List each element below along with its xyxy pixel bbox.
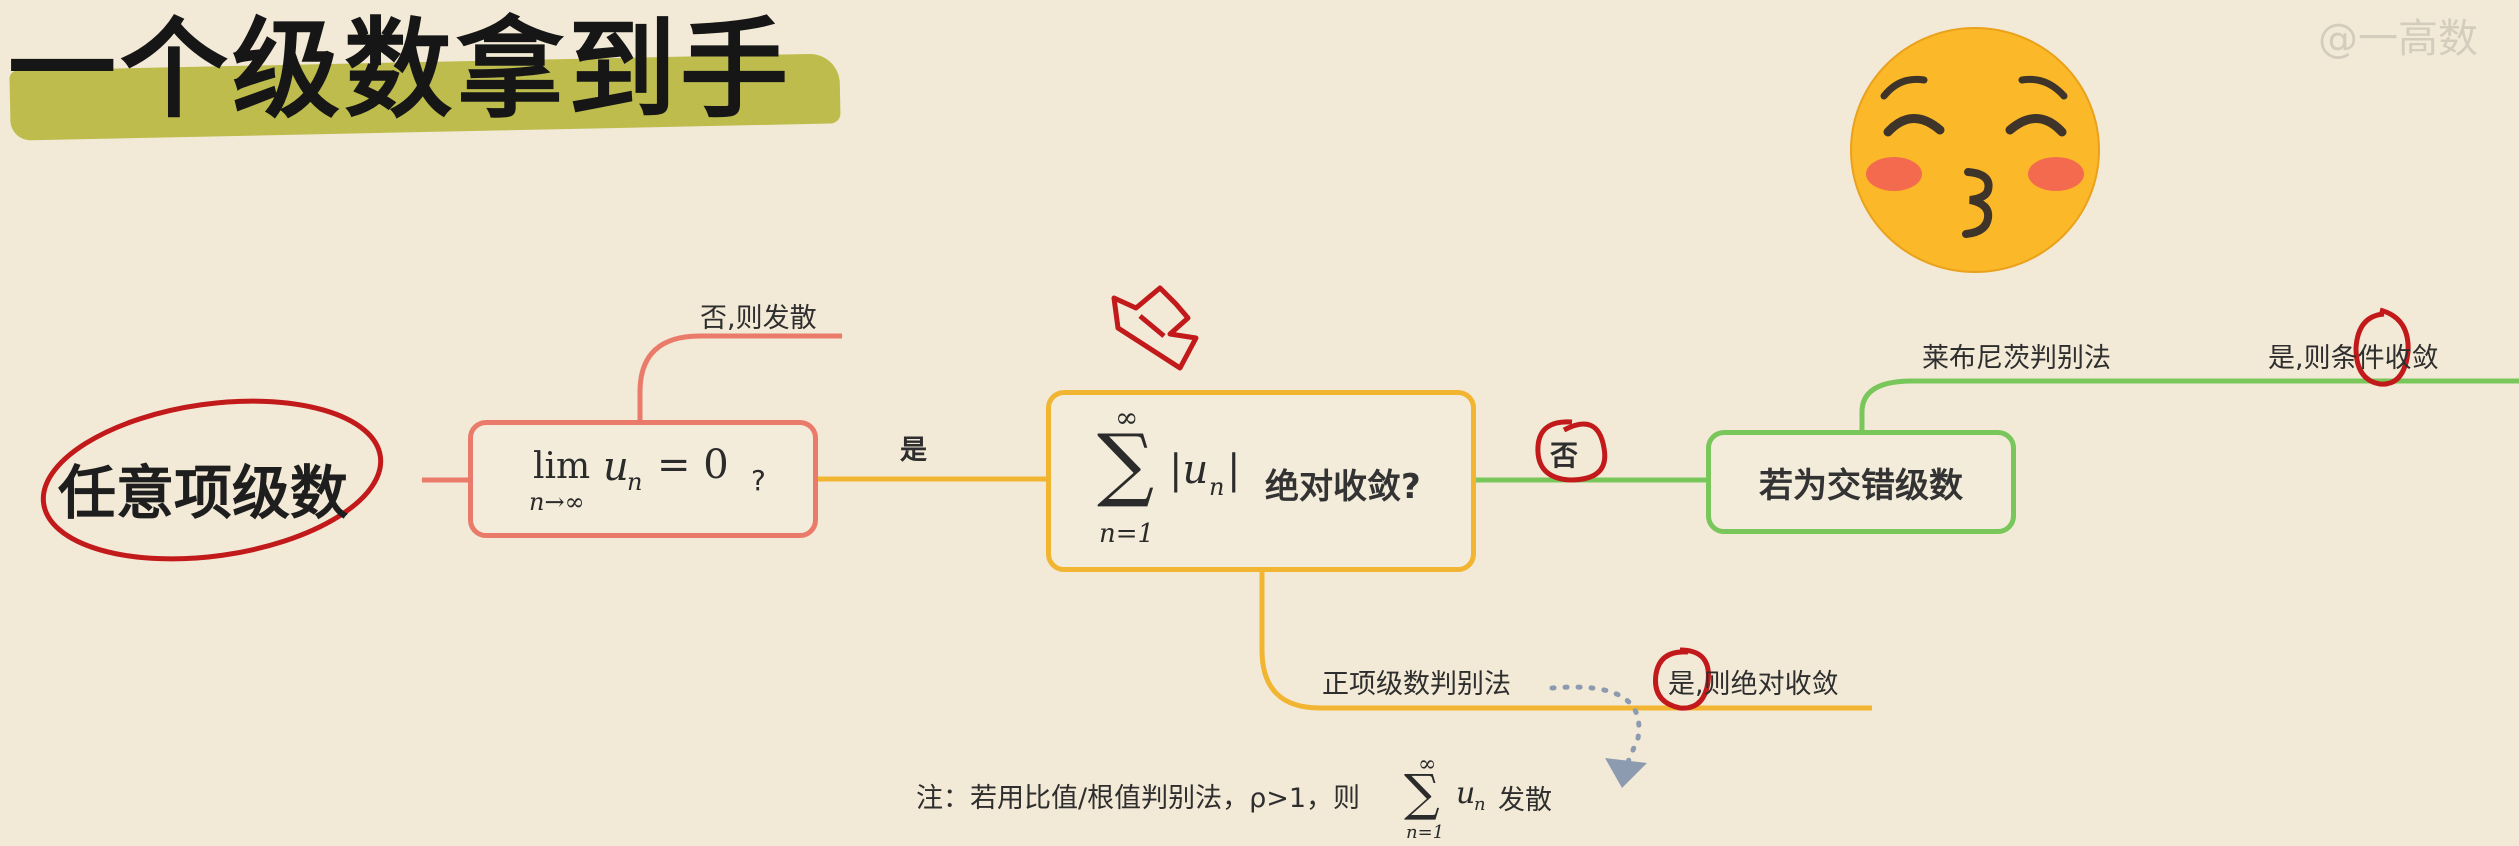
footnote-term-subscript: n	[1474, 794, 1486, 815]
edge-abs-to-positive-test	[1259, 572, 1872, 711]
footnote-formula: ∞ ∑ n=1 u n 发散	[1396, 752, 1566, 844]
label-absolute: 是,则绝对收敛	[1668, 669, 1839, 700]
annotation-circle-yes-abs	[1653, 647, 1711, 711]
label-leibniz: 莱布尼茨判别法	[1922, 343, 2111, 374]
annotation-circle-yes-cond	[2353, 307, 2411, 387]
abs-term-subscript: n	[1209, 473, 1225, 501]
page-title: 一个级数拿到手	[8, 8, 793, 133]
watermark: @一高数	[2318, 16, 2478, 62]
footnote-term: u	[1456, 776, 1476, 811]
abs-term: |u	[1169, 447, 1209, 493]
label-positive-test: 正项级数判别法	[1322, 669, 1511, 700]
annotation-circle-start	[40, 398, 384, 562]
abs-sum-upper: ∞	[1115, 401, 1139, 434]
label-divergent: 否,则发散	[700, 303, 817, 334]
limit-term: u	[603, 444, 629, 490]
annotation-circle-no	[1535, 419, 1608, 483]
abs-text: 绝对收敛?	[1265, 467, 1421, 507]
node-start: 任意项级数	[58, 459, 349, 527]
label-conditional: 是,则条件收敛	[2268, 343, 2439, 374]
edge-limit-to-divergent	[637, 333, 842, 420]
footnote: 注：若用比值/根值判别法，ρ>1，则	[916, 776, 1360, 815]
footnote-suffix: 发散	[1498, 785, 1552, 816]
dotted-arrow-head	[1605, 758, 1647, 788]
kissing-face-emoji	[1850, 27, 2100, 273]
footnote-sum-lower: n=1	[1406, 822, 1445, 843]
abs-sum-lower: n=1	[1099, 519, 1155, 549]
node-alternating: 若为交错级数	[1706, 430, 2016, 534]
red-arrow-icon	[1111, 285, 1199, 371]
footnote-sigma-icon: ∑	[1404, 764, 1440, 822]
edge-alt-to-leibniz	[1859, 378, 2519, 430]
limit-question: ?	[751, 464, 766, 497]
node-alternating-label: 若为交错级数	[1759, 465, 1963, 506]
abs-term-close: |	[1227, 447, 1241, 493]
footnote-prefix: 注：若用比值/根值判别法，ρ>1，则	[916, 783, 1361, 814]
label-no: 否	[1550, 439, 1579, 472]
node-limit-test: lim n→∞ u n = 0 ?	[468, 420, 818, 538]
limit-equals: = 0	[657, 442, 729, 488]
label-yes: 是	[900, 435, 927, 466]
limit-subscript: n→∞	[529, 488, 585, 516]
node-absolute-test: ∞ ∑ n=1 |u n | 绝对收敛?	[1046, 390, 1476, 572]
limit-term-subscript: n	[627, 468, 643, 496]
limit-operator: lim	[533, 446, 591, 487]
dotted-arrow	[1549, 684, 1642, 765]
footnote-sum-upper: ∞	[1418, 752, 1437, 777]
sigma-icon: ∑	[1097, 417, 1155, 510]
